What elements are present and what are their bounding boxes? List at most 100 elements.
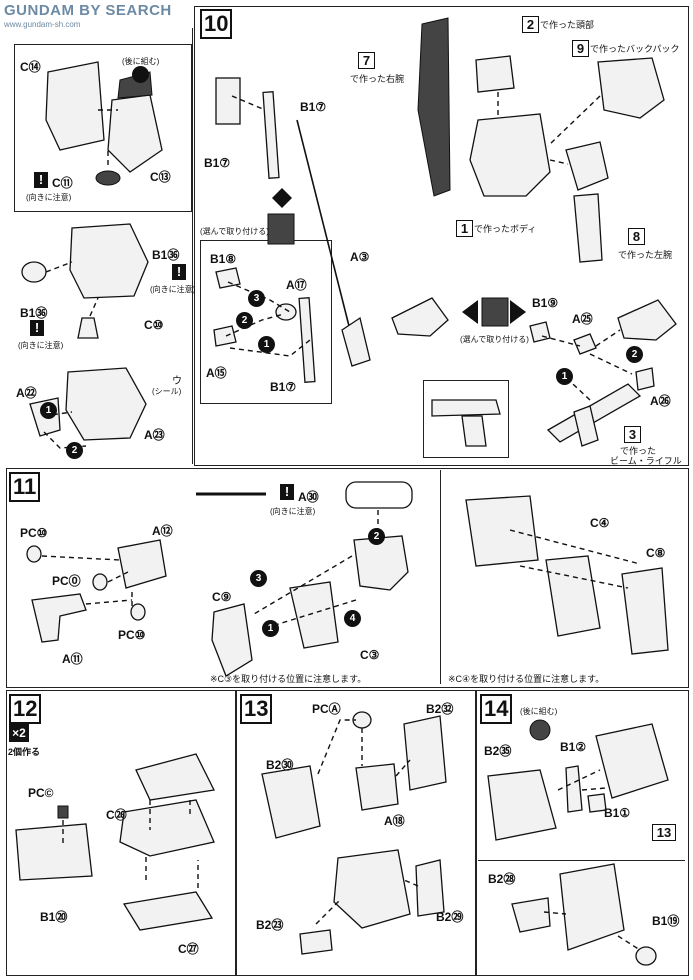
- ref-step-2-text: で作った頭部: [540, 20, 595, 30]
- label-c13: C⑬: [150, 170, 171, 184]
- panel-step12: [6, 690, 236, 976]
- order-1-icon: 1: [262, 620, 279, 637]
- step-number-13: 13: [240, 694, 273, 724]
- ref-step-9-text: で作ったバックパック: [590, 44, 680, 54]
- label-a25: A㉕: [572, 312, 593, 326]
- seal-number: ウ: [172, 376, 182, 387]
- label-b18: B1⑧: [210, 252, 237, 266]
- step-number-14: 14: [480, 694, 513, 724]
- ref-step-7-text: で作った右腕: [350, 74, 405, 84]
- order-4-icon: 4: [344, 610, 361, 627]
- order-2-icon: 2: [626, 346, 643, 363]
- panel-step10: [194, 6, 689, 466]
- ref-step-3: 3: [624, 426, 641, 443]
- note-later-assembly: (後に組む): [122, 57, 160, 66]
- make-two-label: 2個作る: [8, 747, 41, 757]
- note-c4-position: ※C④を取り付ける位置に注意します。: [448, 674, 605, 684]
- caution-icon: !: [280, 484, 294, 500]
- ref-step-8: 8: [628, 228, 645, 245]
- label-b119: B1⑲: [652, 914, 680, 928]
- label-a30: A㉚: [298, 490, 319, 504]
- label-a3: A③: [350, 250, 370, 264]
- step-number-10: 10: [200, 9, 233, 39]
- order-1-icon: 1: [556, 368, 573, 385]
- label-b232: B2㉜: [426, 702, 454, 716]
- label-b19: B1⑨: [532, 296, 559, 310]
- order-2-icon: 2: [236, 312, 253, 329]
- ref-step-9: 9: [572, 40, 589, 57]
- ref-step-1-text: で作ったボディ: [474, 224, 537, 234]
- order-2-icon: 2: [368, 528, 385, 545]
- order-2-icon: 2: [66, 442, 83, 459]
- label-c10: C⑩: [144, 318, 164, 332]
- label-b17-a: B1⑦: [300, 100, 327, 114]
- label-c14: C⑭: [20, 60, 41, 74]
- label-a23: A㉓: [144, 428, 165, 442]
- times-two-badge: ×2: [9, 724, 29, 742]
- label-b223: B2㉓: [256, 918, 284, 932]
- step-number-12: 12: [9, 694, 42, 724]
- label-b17-b: B1⑦: [204, 156, 231, 170]
- watermark-url: www.gundam-sh.com: [4, 20, 81, 29]
- label-pcn-b: PC⑩: [118, 628, 146, 642]
- ref-step-3-text2: ビーム・ライフル: [610, 456, 682, 466]
- ref-step-8-text: で作った左腕: [618, 250, 673, 260]
- label-b11: B1①: [604, 806, 631, 820]
- label-c11: C⑪: [52, 176, 73, 190]
- label-a15: A⑮: [206, 366, 227, 380]
- label-c26: C㉖: [106, 808, 127, 822]
- label-c27: C㉗: [178, 942, 199, 956]
- label-b235: B2㉟: [484, 744, 512, 758]
- order-1-icon: 1: [258, 336, 275, 353]
- panel-step9: [6, 28, 193, 464]
- note-later-assembly: (後に組む): [520, 707, 558, 716]
- label-c4: C④: [590, 516, 610, 530]
- ref-step-7: 7: [358, 52, 375, 69]
- caution-icon: !: [30, 320, 44, 336]
- label-b120: B1⑳: [40, 910, 68, 924]
- note-caution-direction: (向きに注意): [150, 285, 196, 294]
- label-b230: B2㉚: [266, 758, 294, 772]
- ref-step-13: 13: [652, 824, 676, 841]
- note-c3-position: ※C③を取り付ける位置に注意します。: [210, 674, 367, 684]
- panel-step14: [476, 690, 689, 976]
- note-caution-direction: (向きに注意): [26, 193, 72, 202]
- label-a12: A⑫: [152, 524, 173, 538]
- seal-label: (シール): [152, 387, 182, 396]
- panel-step11: [6, 468, 689, 688]
- inset-rifle-variant: [423, 380, 509, 458]
- label-a26: A㉖: [650, 394, 671, 408]
- order-1-icon: 1: [40, 402, 57, 419]
- label-c9: C⑨: [212, 590, 232, 604]
- label-pcn-a: PC⑩: [20, 526, 48, 540]
- ref-step-3-text1: で作った: [620, 446, 657, 456]
- label-a22: A㉒: [16, 386, 37, 400]
- order-3-icon: 3: [248, 290, 265, 307]
- label-pca: PCⒶ: [312, 702, 341, 716]
- watermark-brand: GUNDAM BY SEARCH: [4, 2, 172, 19]
- ref-step-1: 1: [456, 220, 473, 237]
- panel-step13: [236, 690, 476, 976]
- step-number-11: 11: [9, 472, 41, 502]
- note-choose-attach: (選んで取り付ける): [200, 227, 269, 236]
- later-assembly-icon: [132, 66, 149, 83]
- label-a17: A⑰: [286, 278, 307, 292]
- label-a18: A⑱: [384, 814, 405, 828]
- label-pcc: PC©: [28, 786, 54, 800]
- divider-step14: [478, 860, 685, 861]
- ref-step-2: 2: [522, 16, 539, 33]
- label-a11: A⑪: [62, 652, 83, 666]
- inset-choose-grip: [200, 240, 332, 404]
- caution-icon: !: [172, 264, 186, 280]
- label-b229: B2㉙: [436, 910, 464, 924]
- label-c8: C⑧: [646, 546, 666, 560]
- label-b136-b: B1㊱: [20, 306, 48, 320]
- label-pco: PC⓪: [52, 574, 81, 588]
- order-3-icon: 3: [250, 570, 267, 587]
- label-b136-a: B1㊱: [152, 248, 180, 262]
- caution-icon: !: [34, 172, 48, 188]
- divider-step11: [440, 470, 441, 684]
- note-caution-direction: (向きに注意): [270, 507, 316, 516]
- label-b17-c: B1⑦: [270, 380, 297, 394]
